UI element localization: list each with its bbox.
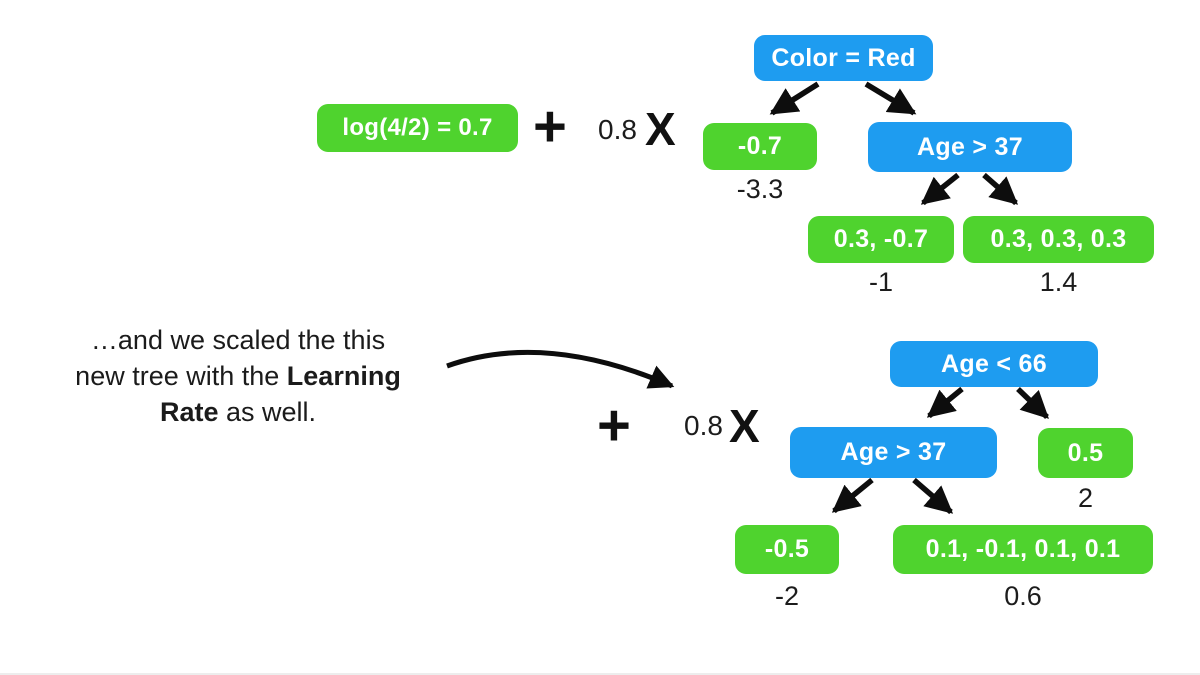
annotation-curved-arrow <box>446 349 675 389</box>
tree2-right-leaf-output: 2 <box>1077 483 1094 513</box>
tree2-node-left-arrow <box>831 477 874 514</box>
times-operator-1: X <box>645 103 676 155</box>
tree1-right-right-leaf-output: 1.4 <box>1039 267 1078 297</box>
tree1-root-left-arrow <box>769 81 820 116</box>
tree1-root-node: Color = Red <box>754 35 933 81</box>
tree1-node-right-arrow <box>982 172 1019 206</box>
tree2-root-right-arrow <box>1016 387 1049 419</box>
annotation-line2: new tree with the Learning <box>75 361 401 391</box>
annotation-line3: Rate as well. <box>159 397 317 427</box>
initial-prediction-leaf: log(4/2) = 0.7 <box>317 104 518 152</box>
tree2-left-right-leaf-output: 0.6 <box>1004 581 1042 611</box>
tree1-root-right-arrow <box>864 81 917 116</box>
tree2-root-left-arrow <box>926 386 964 419</box>
times-operator-2: X <box>729 400 760 452</box>
tree2-node-right-arrow <box>912 477 954 515</box>
tree2-left-right-leaf: 0.1, -0.1, 0.1, 0.1 <box>893 525 1153 574</box>
tree1-right-left-leaf: 0.3, -0.7 <box>808 216 954 263</box>
tree2-left-left-leaf: -0.5 <box>735 525 839 574</box>
plus-operator-2: + <box>597 393 631 458</box>
plus-operator-1: + <box>533 94 567 159</box>
tree1-right-node: Age > 37 <box>868 122 1072 172</box>
tree2-root-node: Age < 66 <box>890 341 1098 387</box>
learning-rate-2: 0.8 <box>684 410 723 441</box>
tree2-right-leaf: 0.5 <box>1038 428 1133 478</box>
tree1-node-left-arrow <box>920 172 960 206</box>
learning-rate-1: 0.8 <box>598 114 637 145</box>
tree1-right-right-leaf: 0.3, 0.3, 0.3 <box>963 216 1154 263</box>
annotation-text: …and we scaled the this new tree with th… <box>42 322 434 430</box>
tree2-left-left-leaf-output: -2 <box>774 581 799 611</box>
tree1-left-leaf: -0.7 <box>703 123 817 170</box>
tree2-left-node: Age > 37 <box>790 427 997 478</box>
tree1-left-leaf-output: -3.3 <box>736 174 784 204</box>
annotation-line1: …and we scaled the this <box>90 325 386 355</box>
bottom-edge-line <box>0 673 1200 675</box>
tree1-right-left-leaf-output: -1 <box>868 267 893 297</box>
